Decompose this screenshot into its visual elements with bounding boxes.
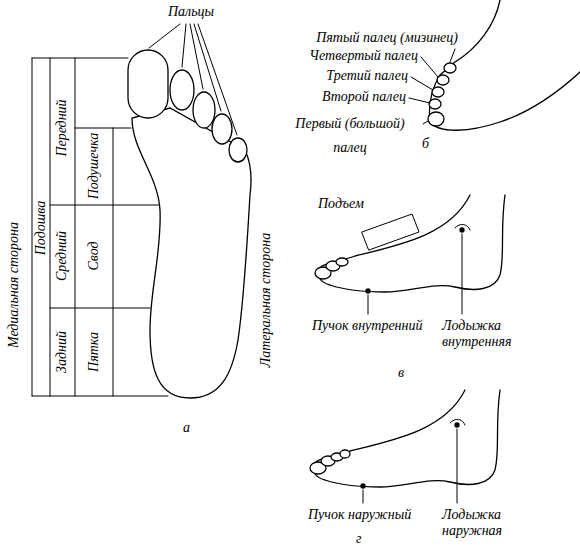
part-label: Медиальная сторона: [6, 222, 22, 348]
part-label: Лодыжка внутренняя: [442, 318, 542, 350]
toe: [193, 92, 215, 128]
toe: [170, 70, 194, 110]
foot-outline: [429, 0, 580, 130]
part-label: а: [183, 420, 190, 436]
ball-dot: [361, 484, 365, 488]
sole-figure: [32, 24, 251, 398]
instep-bracket: [362, 214, 419, 250]
part-label: Подъем: [318, 196, 364, 212]
ankle-dot: [460, 228, 464, 232]
part-label: Второй палец: [322, 89, 406, 105]
part-label: Передний: [54, 99, 70, 156]
part-label: Пальцы: [168, 4, 214, 20]
leader-lines: [149, 24, 237, 135]
toe: [437, 75, 449, 85]
part-label: Задний: [54, 331, 70, 373]
leader-line: [462, 234, 463, 314]
leader-line: [457, 429, 458, 503]
foot-outline: [318, 195, 505, 292]
part-label: Подушечка: [86, 133, 102, 200]
part-label: Свод: [86, 241, 102, 270]
medial-view-foot: [315, 195, 505, 314]
toe: [444, 63, 456, 73]
part-label: г: [356, 531, 361, 547]
toe: [432, 87, 444, 97]
part-label: в: [398, 365, 404, 381]
part-label: Четвертый палец: [309, 48, 418, 64]
part-label: Третий палец: [326, 68, 408, 84]
toe: [212, 114, 232, 144]
ankle-dot: [455, 423, 459, 427]
lateral-view-foot: [310, 390, 500, 487]
part-label: Пятый палец (мизинец): [316, 30, 458, 46]
sole-outline: [132, 108, 251, 398]
top-view-foot: [409, 0, 580, 130]
toe: [229, 138, 247, 162]
toe: [336, 258, 348, 266]
part-label: Латеральная сторона: [258, 233, 274, 368]
foot-outline: [313, 390, 500, 487]
leader-line: [368, 295, 369, 314]
part-label: Пучок наружный: [308, 507, 411, 523]
part-label: Средний: [54, 231, 70, 281]
toe: [128, 50, 168, 118]
toe: [428, 112, 444, 126]
part-label: Подошва: [33, 201, 49, 256]
part-label: б: [422, 136, 429, 152]
part-label: Пятка: [86, 332, 102, 372]
part-label: Первый (большой) палец: [280, 112, 420, 160]
part-label: Пучок внутренний: [312, 318, 423, 334]
leader-line: [363, 490, 364, 503]
toe: [429, 99, 441, 109]
table-lines: [32, 58, 168, 396]
part-label: Лодыжка наружная: [442, 507, 542, 539]
toe: [340, 450, 350, 458]
ball-dot: [366, 289, 370, 293]
